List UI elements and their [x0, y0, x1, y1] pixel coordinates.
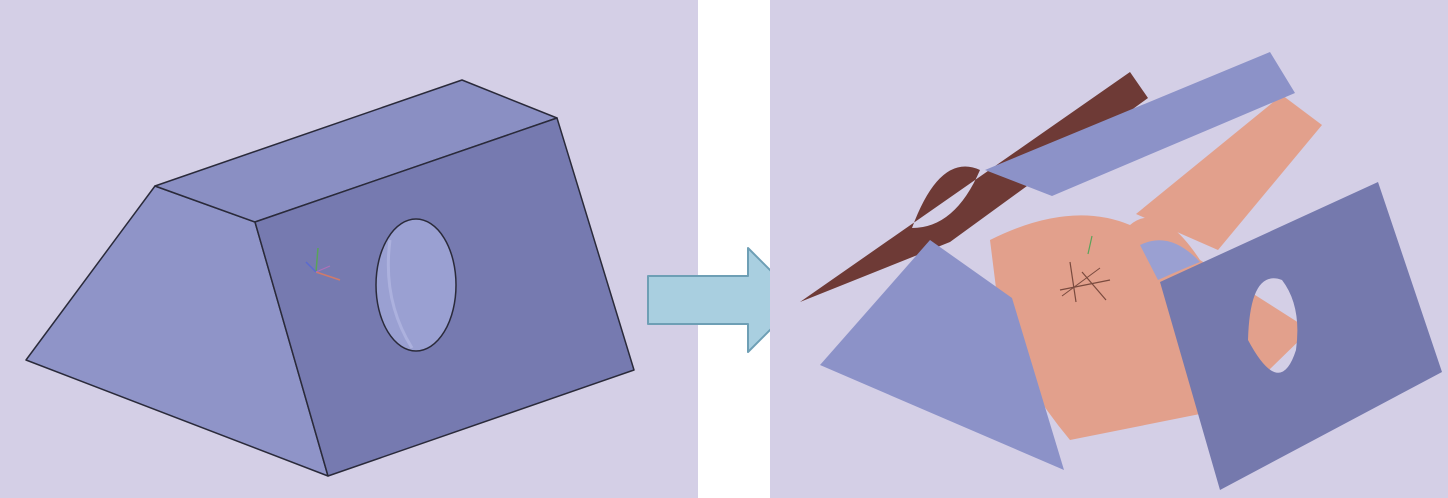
axis-triad-icon [1059, 235, 1111, 303]
right-viewport [770, 0, 1448, 498]
solid-model-view [0, 0, 698, 498]
hole-highlight [386, 239, 414, 349]
axis-triad-icon [305, 247, 341, 281]
cylinder-end-surface [1140, 240, 1200, 280]
left-viewport [0, 0, 698, 498]
back-right-surface [1136, 95, 1322, 250]
top-surface [985, 52, 1295, 196]
top-left-surface-with-hole [800, 72, 1148, 302]
surface-model-view [770, 0, 1448, 498]
front-plate-with-hole [1160, 182, 1442, 490]
separator [698, 0, 770, 498]
left-triangle-surface [820, 240, 1064, 470]
